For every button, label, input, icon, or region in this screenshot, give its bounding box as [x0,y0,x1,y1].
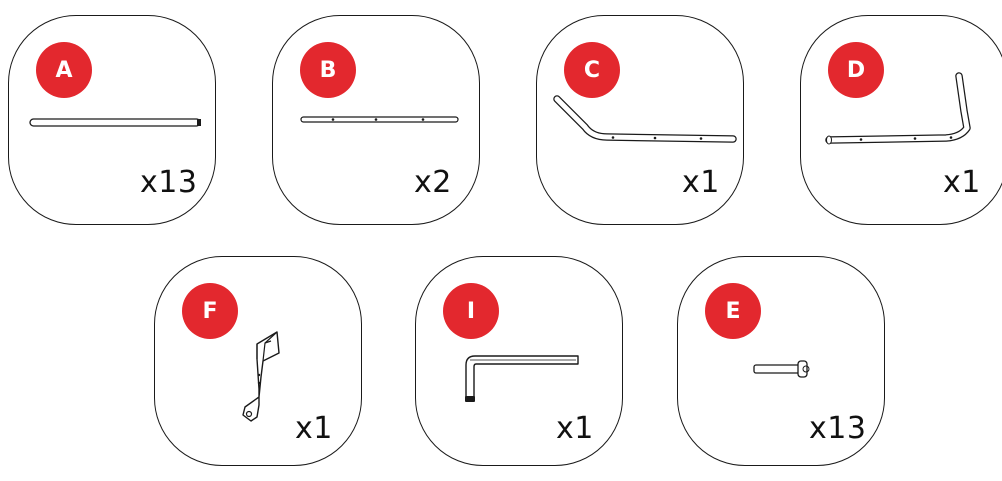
part-quantity: x1 [295,411,333,446]
part-card-a: A x13 [8,15,216,225]
part-quantity: x1 [682,165,720,200]
part-quantity: x1 [943,165,981,200]
part-quantity: x13 [140,165,197,200]
part-card-i: I x1 [415,256,623,466]
part-card-b: B x2 [272,15,480,225]
part-quantity: x2 [414,165,452,200]
part-card-d: D x1 [800,15,1002,225]
part-quantity: x1 [556,411,594,446]
part-card-f: F x1 [154,256,362,466]
part-quantity: x13 [809,411,866,446]
part-card-e: E x13 [677,256,885,466]
part-card-c: C x1 [536,15,744,225]
